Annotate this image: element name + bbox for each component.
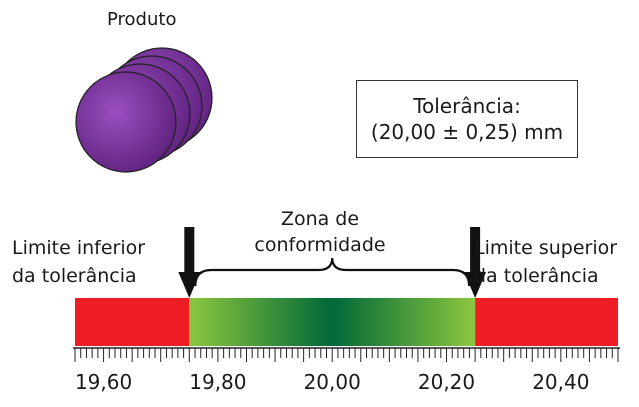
upper-limit-arrow — [464, 227, 487, 298]
tolerance-title: Tolerância: — [413, 94, 521, 118]
scale-tick-label: 20,20 — [417, 370, 476, 394]
product-label: Produto — [107, 9, 177, 30]
upper-limit-label: Limite superior da tolerância — [474, 234, 617, 290]
scale-tick-label: 20,00 — [303, 370, 361, 394]
scale-tick-label: 19,80 — [189, 370, 247, 394]
tolerance-value: (20,00 ± 0,25) mm — [370, 120, 564, 144]
conformity-zone-region — [189, 298, 476, 346]
tolerance-bar — [75, 298, 618, 346]
conformity-brace — [194, 257, 471, 287]
upper-out-of-tolerance-region — [475, 298, 618, 346]
zone-label-line2: conformidade — [254, 234, 386, 256]
upper-limit-line2: da tolerância — [474, 265, 599, 287]
scale-tick-label: 19,60 — [74, 370, 133, 394]
product-disc — [75, 71, 177, 173]
tolerance-box: Tolerância: (20,00 ± 0,25) mm — [356, 80, 578, 158]
product-discs — [75, 47, 213, 173]
scale-ticks — [74, 348, 619, 362]
upper-limit-line1: Limite superior — [474, 237, 618, 259]
lower-limit-label: Limite inferior da tolerância — [12, 234, 145, 290]
lower-out-of-tolerance-region — [75, 298, 190, 346]
zone-label-line1: Zona de — [280, 208, 360, 230]
conformity-zone-label: Zona de conformidade — [250, 206, 390, 258]
lower-limit-line1: Limite inferior — [12, 237, 146, 259]
scale-tick-label: 20,40 — [532, 370, 590, 394]
lower-limit-arrow — [178, 227, 201, 298]
lower-limit-line2: da tolerância — [12, 265, 137, 287]
